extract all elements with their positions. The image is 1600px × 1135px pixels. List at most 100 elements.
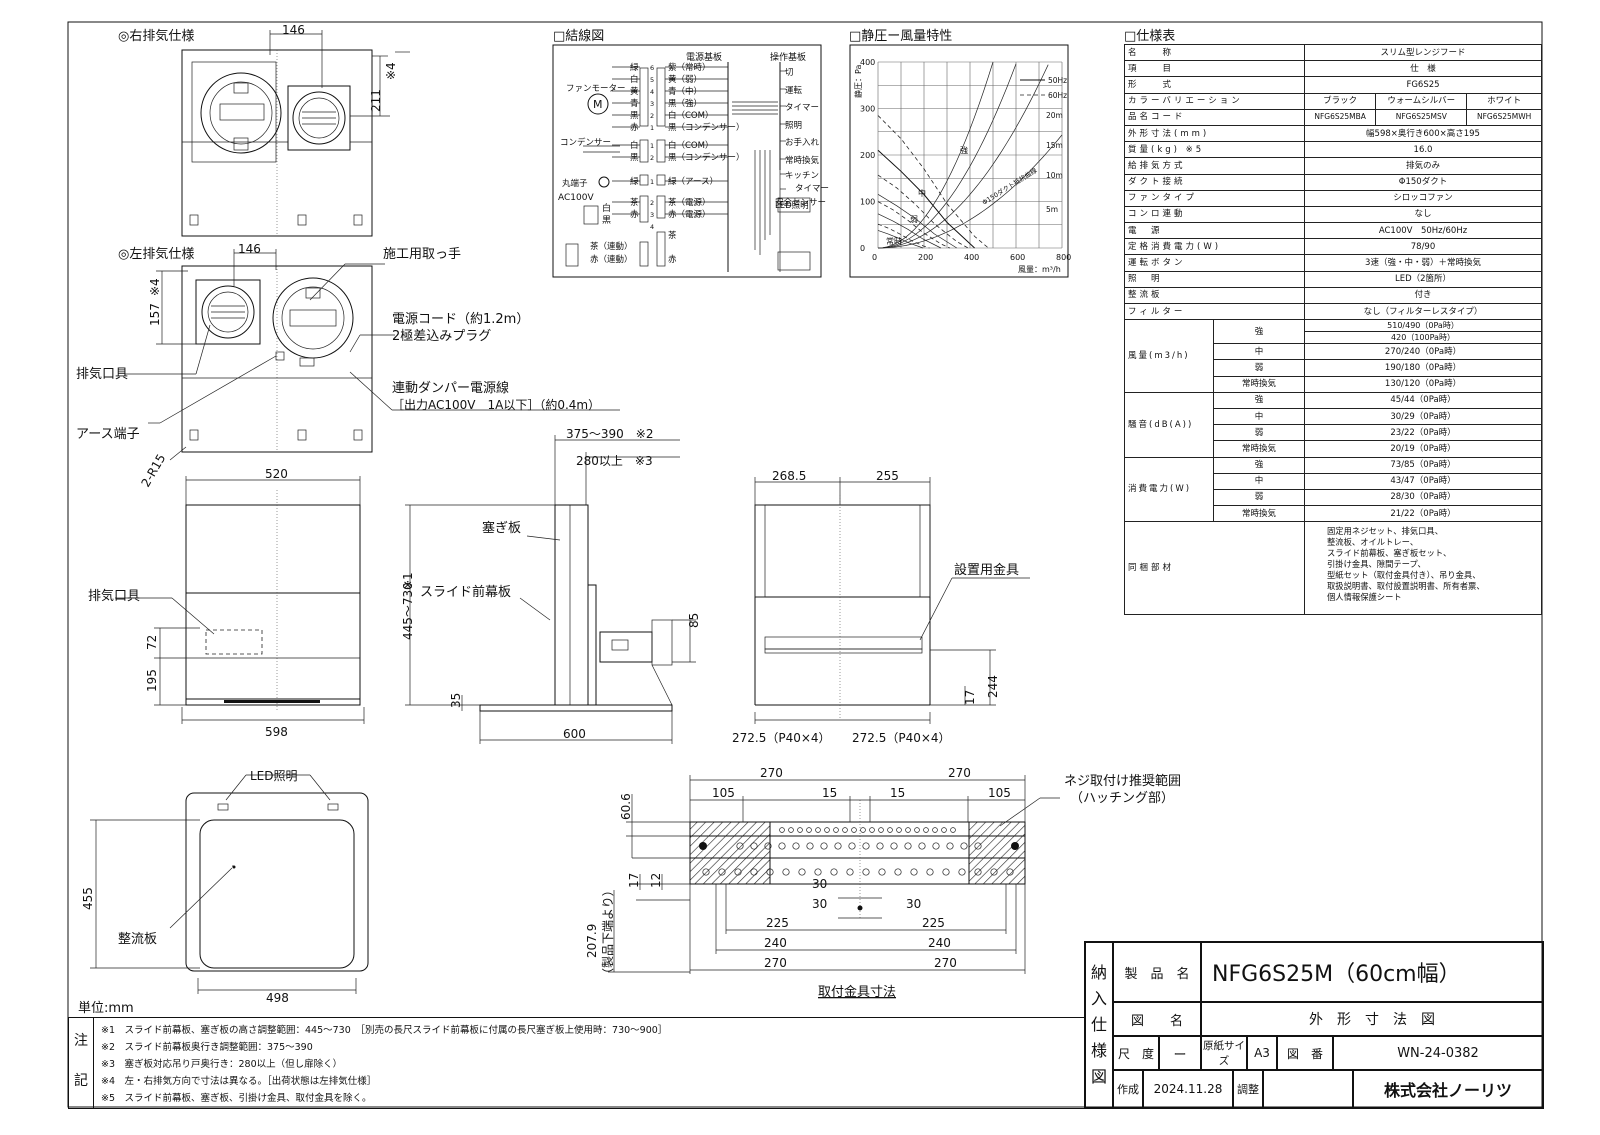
dim-375-390: 375～390 ※2 [566, 427, 654, 441]
tb-made-key: 作成 [1113, 1070, 1143, 1108]
y-tick: 400 [860, 58, 875, 67]
tb-side-4: 様 [1090, 1041, 1107, 1060]
spec-power-key: 消費電力(W) [1124, 456, 1214, 523]
dim-m270-d: 270 [934, 956, 957, 970]
tb-drawing-key: 図 名 [1113, 1002, 1201, 1036]
label-hatch-part: （ハッチング部） [1070, 791, 1174, 806]
spec-airflow-level: 弱 [1213, 359, 1305, 377]
hole-top [914, 827, 920, 833]
label-handle: 施工用取っ手 [383, 247, 461, 262]
hole-low [846, 868, 854, 876]
op-label: タイマー [795, 184, 829, 194]
hole-top [824, 827, 830, 833]
wire-label: 黒（コンデンサー） [668, 122, 745, 133]
side-view [405, 435, 696, 744]
dim-m207-9: 207.9 [585, 924, 599, 958]
x-tick: 200 [918, 253, 933, 262]
spec-power-value: 28/30（0Pa時） [1304, 488, 1542, 507]
wire-label: 黄（弱） [668, 74, 702, 85]
spec-airflow-value: 190/180（0Pa時） [1304, 359, 1542, 377]
wire-label: 茶（電源） [668, 197, 711, 208]
wiring-board2: 操作基板 [770, 51, 806, 63]
pin-number: 3 [650, 211, 654, 219]
wire-color: 白 [630, 140, 639, 151]
hole-mid [862, 842, 870, 850]
y-tick: 100 [860, 198, 875, 207]
hole-mid [764, 842, 772, 850]
pq-xlabel: 風量：m³/h [1018, 265, 1061, 274]
label-unit: 単位:mm [78, 1000, 134, 1016]
dim-146-left: 146 [238, 242, 261, 256]
note-2: ※2 スライド前幕板奥行き調整範囲：375～390 [101, 1042, 313, 1053]
title-spec: □仕様表 [1124, 29, 1175, 44]
hole-top [950, 827, 956, 833]
hole-low [702, 868, 710, 876]
op-label: 運転 [785, 86, 803, 96]
dim-note1: ※1 [401, 572, 415, 590]
wire-color: 黒 [630, 111, 639, 121]
hole-low [910, 868, 918, 876]
rear-view [754, 477, 1030, 724]
spec-noise-key: 騒音(dB(A)) [1124, 391, 1214, 458]
wiring-motor: M [593, 98, 603, 111]
spec-airflow-value: 420（100Pa時） [1304, 331, 1542, 345]
spec-code: NFG6S25MSV [1375, 108, 1468, 126]
spec-row: ファンタイプシロッコファン [1124, 189, 1542, 207]
dim-m30-b: 30 [812, 897, 827, 911]
title-left-exhaust: ◎左排気仕様 [118, 246, 194, 262]
hole-low [990, 868, 998, 876]
wiring-black: 黒 [602, 215, 611, 226]
wire-color: 茶 [630, 197, 639, 208]
hole-mid [932, 842, 940, 850]
wire-color: 赤 [630, 123, 639, 133]
dim-280: 280以上 ※3 [576, 454, 653, 468]
tb-check-key: 調整 [1233, 1070, 1263, 1108]
tb-side-5: 図 [1090, 1067, 1107, 1086]
dim-m30-c: 30 [906, 897, 921, 911]
x-tick: 0 [872, 253, 877, 262]
duct-curve [877, 61, 994, 249]
hole-center [857, 905, 863, 911]
op-label: LED照明 [775, 201, 809, 211]
spec-key: 運転ボタン [1124, 254, 1305, 272]
notes-box: 注 記 ※1 スライド前幕板、塞ぎ板の高さ調整範囲：445～730 ［別売の長尺… [68, 1017, 1086, 1109]
spec-row: 名 称スリム型レンジフード [1124, 43, 1542, 62]
dim-m12: 12 [649, 873, 663, 888]
spec-code: NFG6S25MWH [1466, 108, 1542, 126]
spec-key: フィルター [1124, 302, 1305, 321]
wire-label: 黒（コンデンサー） [668, 152, 745, 163]
hole-mid [820, 842, 828, 850]
spec-key: 形 式 [1124, 76, 1305, 94]
pq-series [877, 115, 989, 249]
wire-color: 緑 [630, 62, 639, 73]
hole-top [887, 827, 893, 833]
spec-value: 16.0 [1304, 141, 1542, 159]
hole-top [923, 827, 929, 833]
note-3: ※3 塞ぎ板対応吊り戸奥行き：280以上（但し扉除く） [101, 1059, 343, 1070]
tb-no: WN-24-0382 [1333, 1036, 1543, 1070]
op-label: 常時換気 [785, 155, 820, 166]
duct-label: 15m [1046, 141, 1063, 150]
dim-211: 211 [369, 89, 383, 112]
note-1: ※1 スライド前幕板、塞ぎ板の高さ調整範囲：445～730 ［別売の長尺スライド… [101, 1025, 668, 1036]
spec-value: なし [1304, 205, 1542, 224]
spec-noise-level: 弱 [1213, 424, 1305, 442]
dim-m240-b: 240 [928, 936, 951, 950]
label-from-bottom: （製品下端より） [601, 884, 615, 980]
dim-m15-a: 15 [822, 786, 837, 800]
spec-incl-line: 取扱説明書、取付設置説明書、所有者票、 [1327, 581, 1485, 592]
series-50Hz-speed [877, 213, 942, 249]
wiring-terminal: 丸端子 [562, 178, 588, 189]
hole-low [766, 868, 774, 876]
hole-mid [778, 842, 786, 850]
spec-key: ファンタイプ [1124, 189, 1305, 207]
spec-power-level: 常時換気 [1213, 505, 1305, 523]
curve-label: 弱 [910, 215, 918, 224]
hole-top [932, 827, 938, 833]
spec-color: ホワイト [1466, 92, 1542, 110]
